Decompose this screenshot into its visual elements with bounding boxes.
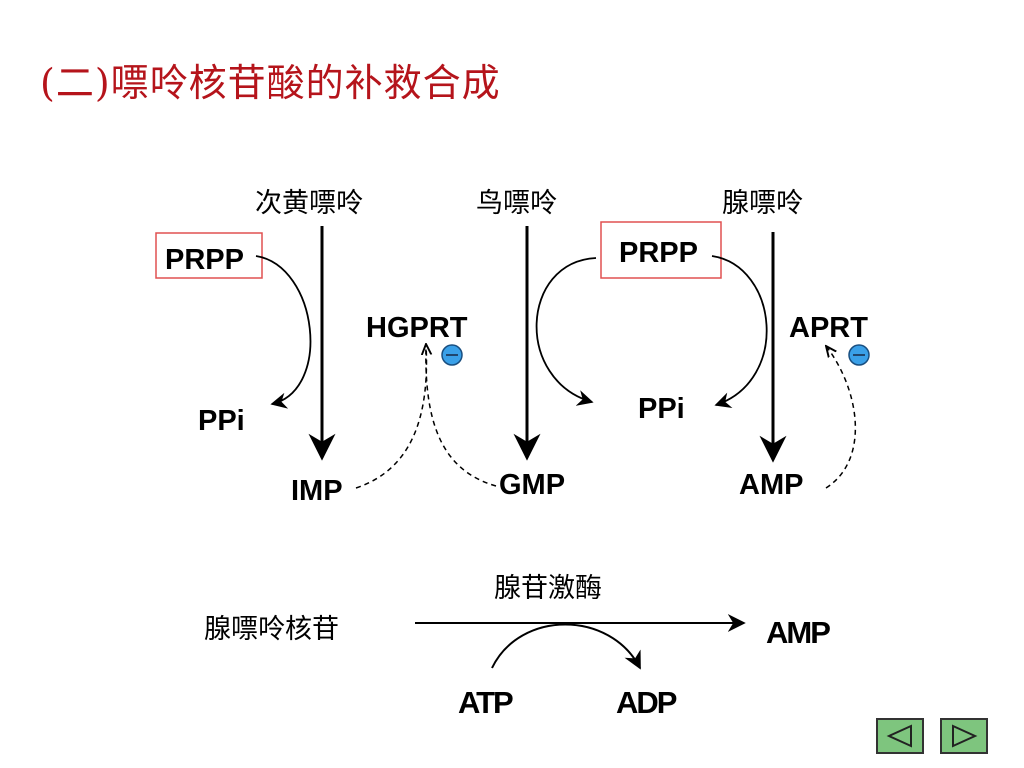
gmp-product-label: GMP bbox=[499, 469, 565, 501]
imp-product-label: IMP bbox=[291, 475, 343, 507]
prpp-to-ppi-left-curve bbox=[255, 255, 312, 409]
gmp-feedback-dashed-arrow bbox=[425, 343, 497, 487]
prpp-to-ppi-middle-curve bbox=[535, 257, 597, 406]
aprt-enzyme-label: APRT bbox=[789, 312, 868, 344]
prpp-right-box bbox=[600, 221, 722, 279]
prpp-to-ppi-right-curve bbox=[711, 255, 768, 408]
adenosine-kinase-label: 腺苷激酶 bbox=[494, 573, 602, 604]
slide-title: (二)嘌呤核苷酸的补救合成 bbox=[40, 61, 501, 105]
prev-slide-button[interactable] bbox=[876, 718, 924, 754]
ppi-right-label: PPi bbox=[638, 393, 685, 425]
hypoxanthine-label: 次黄嘌呤 bbox=[255, 188, 363, 219]
ppi-left-label: PPi bbox=[198, 405, 245, 437]
aprt-inhibition-icon bbox=[848, 344, 870, 366]
atp-to-adp-curve bbox=[491, 623, 641, 670]
triangle-right-icon bbox=[952, 724, 978, 748]
hgprt-inhibition-icon bbox=[441, 344, 463, 366]
imp-feedback-dashed-arrow bbox=[355, 344, 426, 489]
hgprt-enzyme-label: HGPRT bbox=[366, 312, 468, 344]
prpp-left-box bbox=[155, 232, 263, 279]
guanine-label: 鸟嘌呤 bbox=[476, 188, 557, 219]
triangle-left-icon bbox=[886, 724, 912, 748]
prpp-right-label: PRPP bbox=[619, 237, 698, 269]
adp-label: ADP bbox=[616, 685, 677, 720]
prpp-left-label: PRPP bbox=[165, 244, 244, 276]
atp-label: ATP bbox=[458, 685, 513, 720]
amp-product-label: AMP bbox=[739, 469, 803, 501]
next-slide-button[interactable] bbox=[940, 718, 988, 754]
kinase-amp-label: AMP bbox=[766, 615, 830, 650]
adenine-label: 腺嘌呤 bbox=[722, 188, 803, 219]
adenosine-label: 腺嘌呤核苷 bbox=[204, 614, 339, 645]
amp-feedback-dashed-arrow bbox=[826, 346, 856, 489]
